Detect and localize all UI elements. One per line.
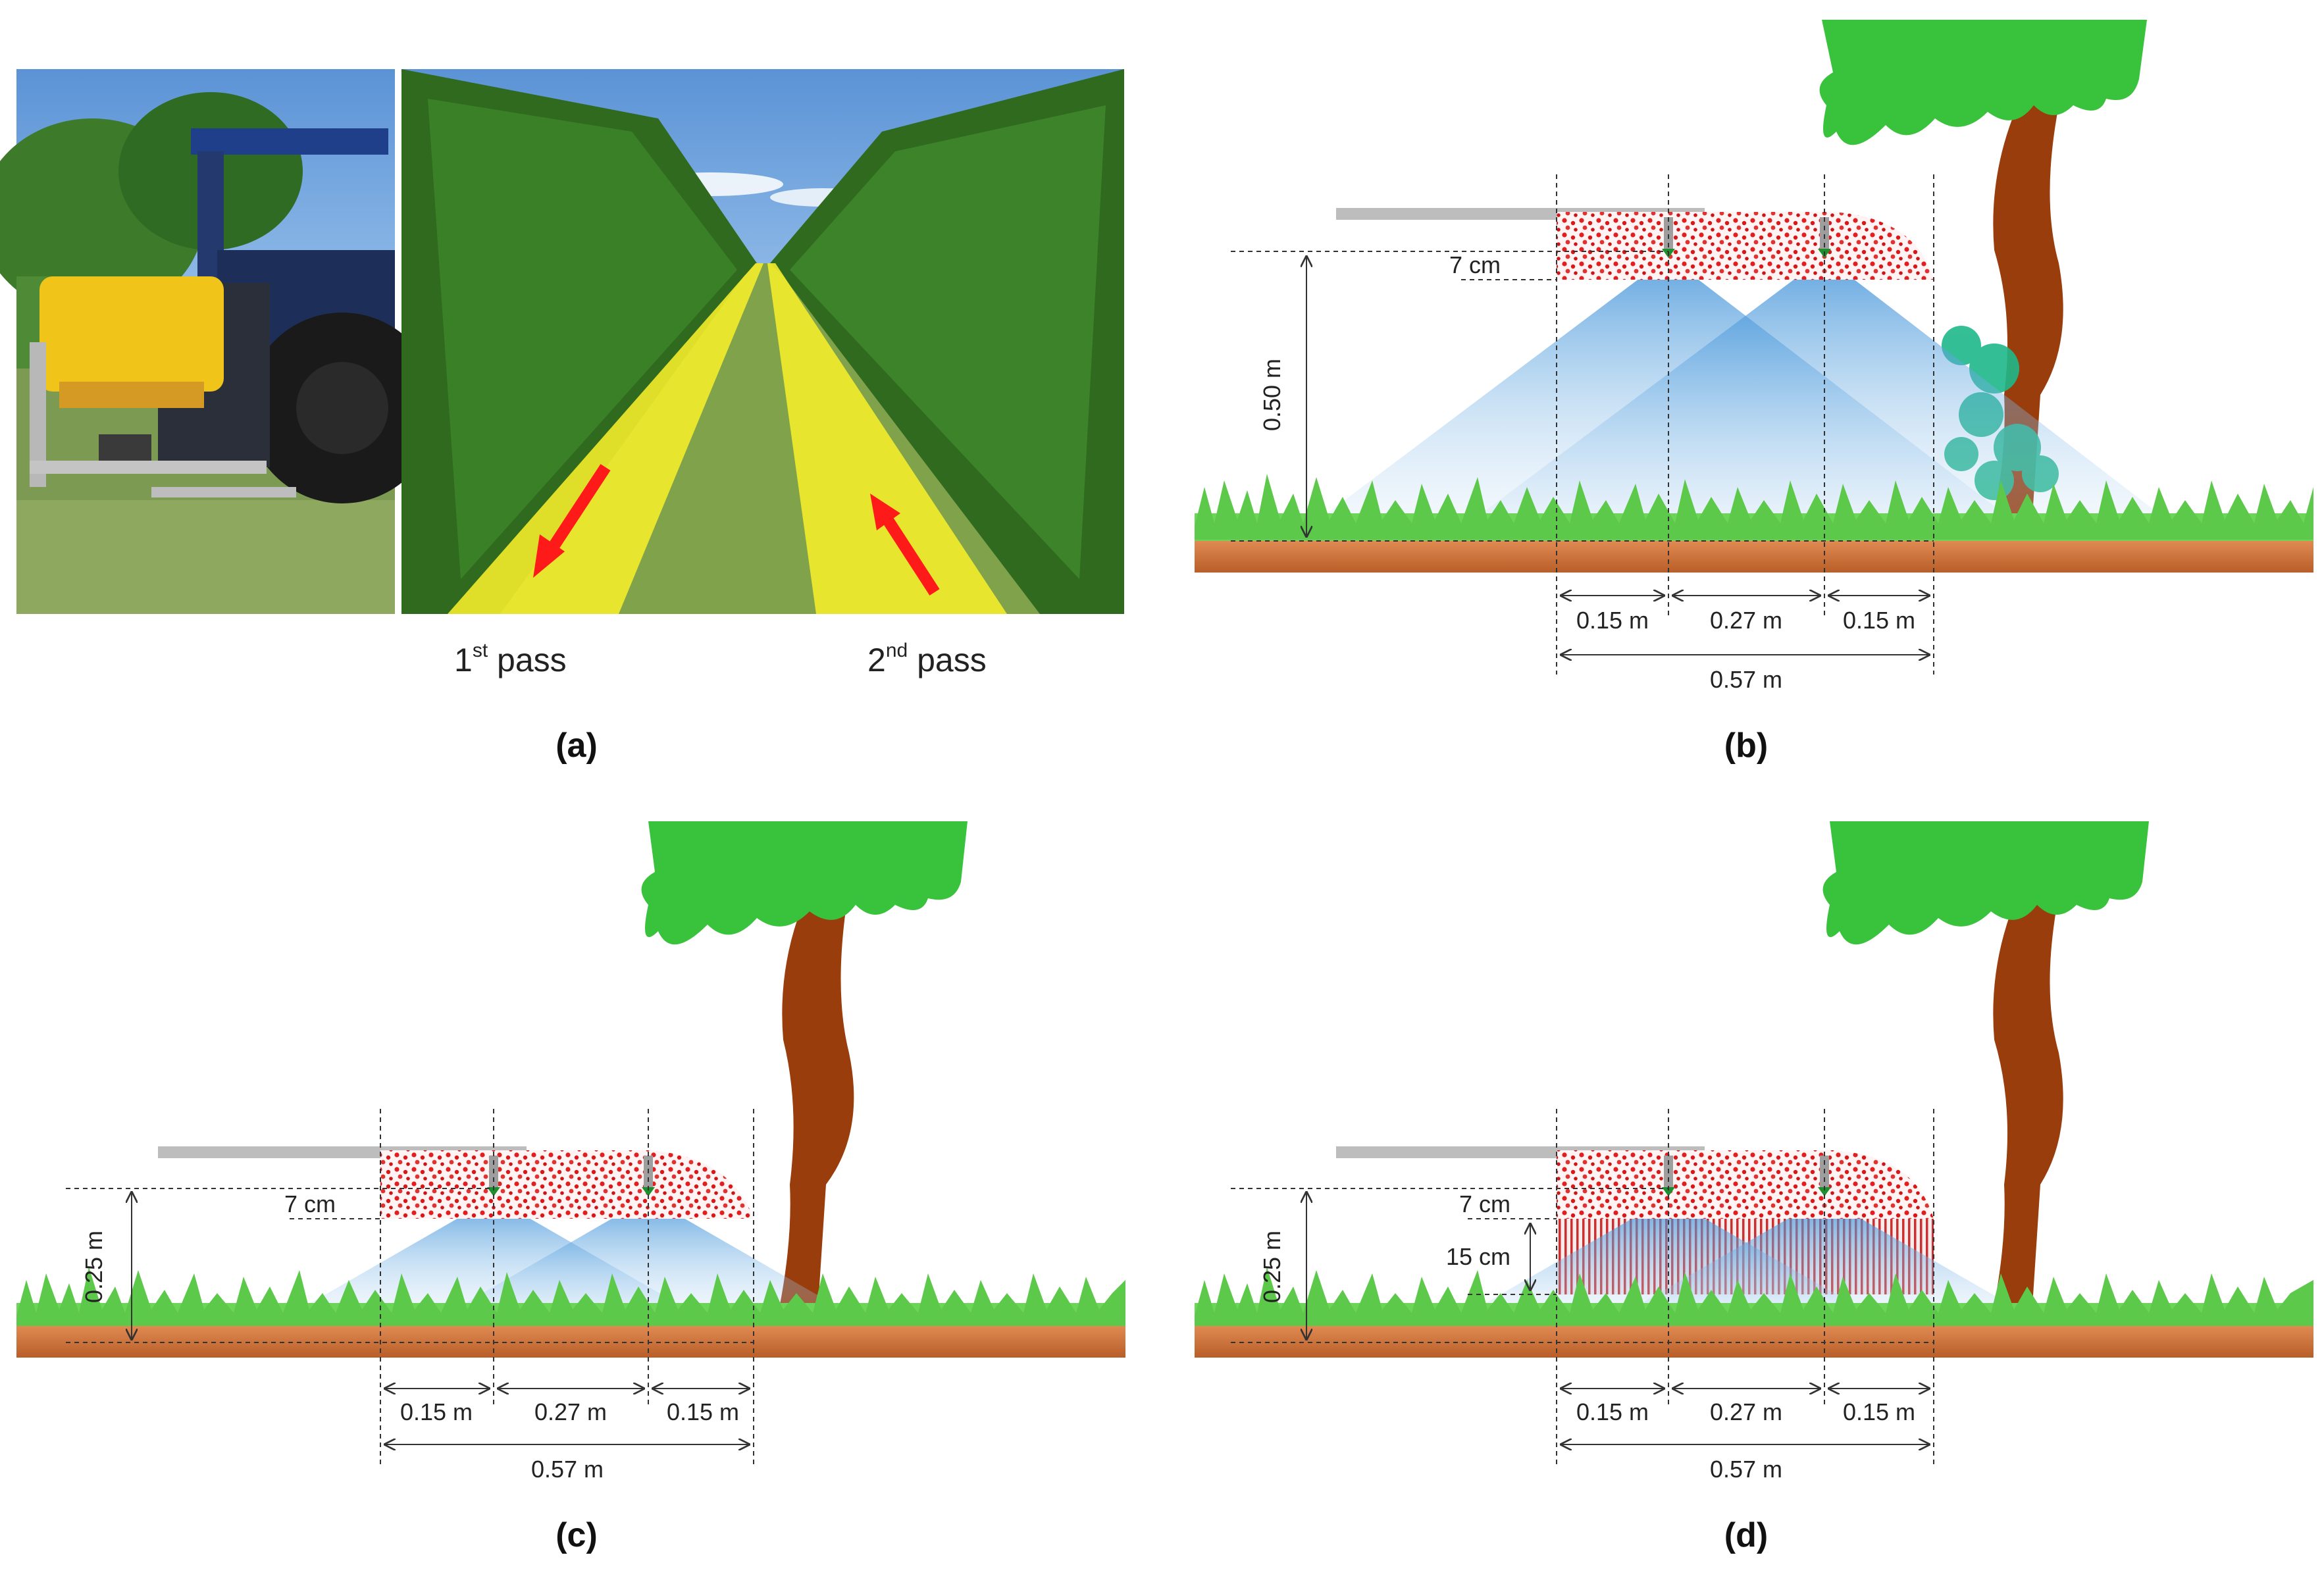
soil-strip	[1195, 541, 2313, 573]
pass1-arrow	[533, 464, 611, 578]
panel-a: 1st pass 2nd pass (a)	[0, 69, 1124, 765]
spacing-left-label-b: 0.15 m	[1576, 607, 1649, 634]
spacing-right-label-d: 0.15 m	[1843, 1398, 1915, 1425]
panel-d: 7 cm 15 cm 0.25 m 0.15 m 0.27 m 0.15 m 0…	[1195, 821, 2313, 1554]
tree-c	[641, 821, 968, 1336]
drop-label-c: 7 cm	[284, 1190, 336, 1217]
tree-trunk	[773, 888, 854, 1336]
caption-d: (d)	[1724, 1516, 1768, 1554]
spacing-mid-label-c: 0.27 m	[534, 1398, 607, 1425]
tractor-photo	[0, 69, 438, 614]
spray-cone-2	[431, 1198, 865, 1323]
nozzle-2	[1820, 217, 1829, 250]
pass1-band	[448, 263, 763, 614]
caption-c: (c)	[555, 1516, 598, 1554]
panel-b: 7 cm 0.50 m 0.15 m 0.27 m 0.15 m 0.57 m …	[1195, 20, 2313, 765]
height-label-c: 0.25 m	[80, 1231, 107, 1303]
pass1-label: 1st pass	[454, 640, 567, 678]
guide-lines-d	[1231, 1109, 1934, 1464]
drop-label-b: 7 cm	[1449, 251, 1501, 278]
spacing-right-label-c: 0.15 m	[667, 1398, 739, 1425]
spacing-right-label-b: 0.15 m	[1843, 607, 1915, 634]
droplet-housing	[1557, 212, 1934, 280]
spacing-left-label-c: 0.15 m	[400, 1398, 473, 1425]
droplet-housing	[380, 1150, 754, 1219]
height-label-b: 0.50 m	[1258, 359, 1285, 431]
shield-label-d: 15 cm	[1446, 1243, 1511, 1270]
vineyard-photo	[401, 69, 1124, 614]
pass2-arrow	[870, 494, 940, 596]
panel-c: 7 cm 0.25 m 0.15 m 0.27 m 0.15 m 0.57 m …	[16, 821, 1125, 1554]
tree-canopy	[641, 821, 968, 945]
droplet-housing	[1557, 1150, 1934, 1219]
caption-a: (a)	[555, 727, 598, 765]
pass2-band	[767, 263, 1007, 614]
tree-d	[1822, 821, 2149, 1336]
pass2-label: 2nd pass	[867, 640, 987, 678]
spray-cone-2	[1451, 257, 2188, 536]
nozzle-1	[1664, 217, 1673, 250]
tree-trunk	[1988, 888, 2063, 1336]
total-width-label-d: 0.57 m	[1710, 1456, 1782, 1483]
total-width-label-c: 0.57 m	[531, 1456, 604, 1483]
tree-canopy	[1819, 20, 2147, 145]
spacing-mid-label-d: 0.27 m	[1710, 1398, 1782, 1425]
height-label-d: 0.25 m	[1258, 1231, 1285, 1303]
tree-canopy	[1822, 821, 2149, 945]
spacing-left-label-d: 0.15 m	[1576, 1398, 1649, 1425]
guide-lines-c	[66, 1109, 754, 1464]
caption-b: (b)	[1724, 727, 1768, 765]
total-width-label-b: 0.57 m	[1710, 666, 1782, 693]
guide-lines-b	[1231, 174, 1934, 675]
grass-b	[1195, 474, 2313, 573]
spacing-mid-label-b: 0.27 m	[1710, 607, 1782, 634]
drop-label-d: 7 cm	[1459, 1190, 1511, 1217]
